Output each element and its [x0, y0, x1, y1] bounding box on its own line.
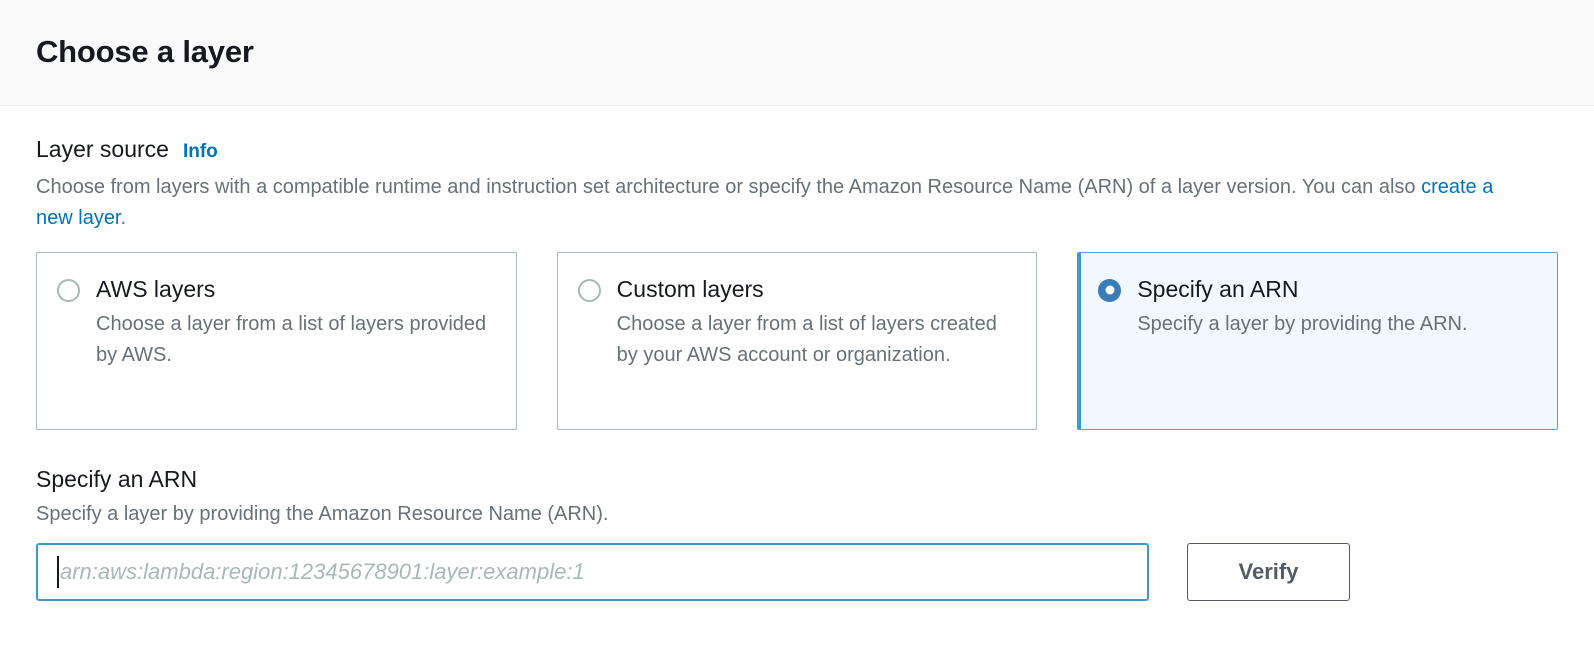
radio-tile-custom-layers-title: Custom layers — [616, 275, 764, 302]
page-title: Choose a layer — [36, 34, 254, 70]
arn-section-heading: Specify an ARN — [36, 465, 198, 492]
radio-tile-specify-an-arn-text: Specify an ARN Specify a layer by provid… — [1137, 275, 1537, 341]
radio-icon-custom-layers[interactable] — [577, 278, 601, 302]
layer-source-radio-group: AWS layers Choose a layer from a list of… — [36, 251, 1559, 430]
layer-source-description-text-1: Choose from layers with a compatible run… — [36, 175, 1422, 198]
arn-section-description: Specify a layer by providing the Amazon … — [36, 503, 609, 526]
radio-tile-specify-an-arn[interactable]: Specify an ARN Specify a layer by provid… — [1077, 251, 1559, 430]
radio-icon-specify-an-arn[interactable] — [1098, 278, 1122, 302]
radio-tile-aws-layers-text: AWS layers Choose a layer from a list of… — [96, 275, 496, 372]
layer-source-description-text-2: . — [120, 206, 127, 229]
dialog-header: Choose a layer — [0, 0, 1594, 106]
info-link[interactable]: Info — [182, 141, 218, 162]
dialog-body: Layer source Info Choose from layers wit… — [0, 106, 1594, 602]
verify-button[interactable]: Verify — [1187, 543, 1350, 602]
layer-source-description: Choose from layers with a compatible run… — [36, 172, 1496, 234]
radio-tile-custom-layers-description: Choose a layer from a list of layers cre… — [616, 313, 997, 367]
arn-input[interactable] — [36, 543, 1149, 602]
layer-source-label-row: Layer source Info — [36, 136, 1558, 164]
layer-source-label: Layer source — [36, 136, 169, 162]
radio-tile-aws-layers[interactable]: AWS layers Choose a layer from a list of… — [36, 251, 517, 430]
radio-tile-custom-layers-text: Custom layers Choose a layer from a list… — [617, 275, 1017, 372]
arn-input-row: Verify — [36, 543, 1558, 602]
radio-tile-aws-layers-title: AWS layers — [96, 275, 216, 302]
radio-icon-aws-layers[interactable] — [57, 278, 80, 302]
create-a-new-layer-link[interactable]: create a new layer — [36, 175, 1494, 229]
radio-tile-specify-an-arn-title: Specify an ARN — [1137, 275, 1299, 302]
radio-tile-custom-layers[interactable]: Custom layers Choose a layer from a list… — [556, 251, 1038, 430]
radio-tile-specify-an-arn-description: Specify a layer by providing the ARN. — [1137, 313, 1468, 336]
arn-input-wrapper — [36, 543, 1149, 602]
radio-tile-aws-layers-description: Choose a layer from a list of layers pro… — [96, 313, 487, 367]
